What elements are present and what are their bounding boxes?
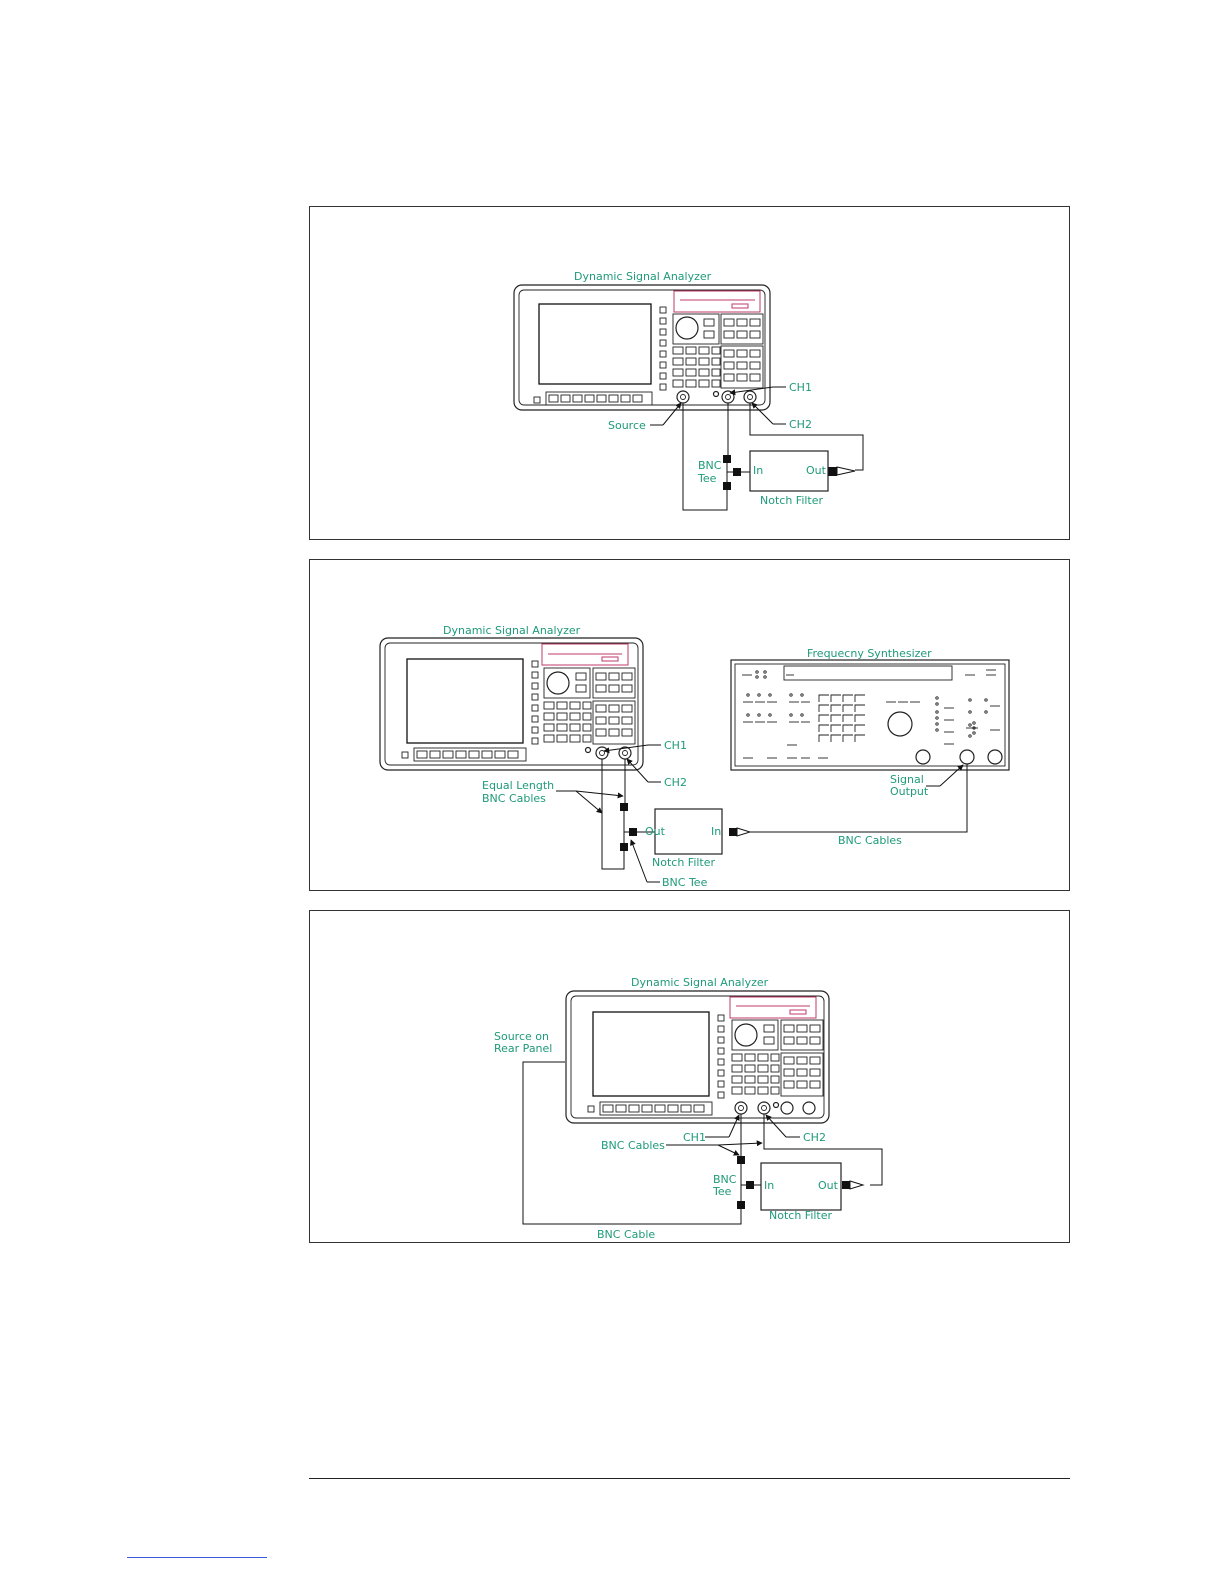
numeric-keypad xyxy=(732,1054,779,1094)
filter-out-label: Out xyxy=(818,1179,839,1192)
synth-connector-3 xyxy=(988,750,1002,764)
setup-diagram-panel-2: Dynamic Signal Analyzer xyxy=(309,559,1070,891)
knob xyxy=(676,317,698,339)
connector-3 xyxy=(781,1102,793,1114)
knob xyxy=(735,1024,757,1046)
bnc-tee-label: BNC Tee xyxy=(662,876,708,889)
synth-connector-1 xyxy=(916,750,930,764)
ch2-label: CH2 xyxy=(789,418,812,431)
ch1-connector xyxy=(735,1102,747,1114)
numeric-keypad xyxy=(673,347,720,387)
setup-diagram-2: Dynamic Signal Analyzer xyxy=(310,560,1071,892)
source-rear-label-line2: Rear Panel xyxy=(494,1042,552,1055)
softkey-column xyxy=(532,661,538,744)
bnc-tee-label-line1: BNC xyxy=(698,459,722,472)
synth-right-controls xyxy=(936,697,1000,744)
ch1-label: CH1 xyxy=(664,739,687,752)
disk-drive xyxy=(674,291,760,312)
notch-filter-label: Notch Filter xyxy=(760,494,824,507)
bnc-cables-label: BNC Cables xyxy=(838,834,902,847)
filter-in-label: In xyxy=(764,1179,774,1192)
analyzer-title: Dynamic Signal Analyzer xyxy=(443,624,581,637)
filter-out-label: Out xyxy=(806,464,827,477)
dynamic-signal-analyzer xyxy=(566,991,829,1123)
notch-filter: In Out Notch Filter xyxy=(750,451,828,507)
bottom-softkeys xyxy=(546,392,652,405)
connector-4 xyxy=(803,1102,815,1114)
ch2-label: CH2 xyxy=(803,1131,826,1144)
analyzer-title: Dynamic Signal Analyzer xyxy=(574,270,712,283)
softkey-column xyxy=(718,1015,724,1098)
ch1-label: CH1 xyxy=(683,1131,706,1144)
source-connector xyxy=(677,391,689,403)
signal-output-connector xyxy=(960,750,974,764)
synth-title: Frequecny Synthesizer xyxy=(807,647,932,660)
knob xyxy=(547,672,569,694)
bnc-tee-label-line2: Tee xyxy=(697,472,717,485)
disk-drive xyxy=(730,997,816,1018)
equal-length-label-line1: Equal Length xyxy=(482,779,554,792)
analyzer-screen xyxy=(539,304,651,384)
bottom-softkeys xyxy=(600,1102,712,1115)
analyzer-title: Dynamic Signal Analyzer xyxy=(631,976,769,989)
bnc-cable-label: BNC Cable xyxy=(597,1228,655,1241)
corner-link-rule xyxy=(127,1557,267,1558)
filter-out-label: Out xyxy=(645,825,666,838)
synth-knob xyxy=(888,712,912,736)
bottom-softkeys xyxy=(414,748,526,761)
synth-left-controls xyxy=(743,694,828,758)
setup-diagram-1: Dynamic Signal Analyzer xyxy=(310,207,1071,541)
ch1-label: CH1 xyxy=(789,381,812,394)
ch1-connector xyxy=(596,747,608,759)
ch2-connector xyxy=(744,391,756,403)
footer-rule xyxy=(309,1478,1070,1479)
ch2-connector xyxy=(758,1102,770,1114)
dynamic-signal-analyzer xyxy=(380,638,643,770)
signal-output-label-line2: Output xyxy=(890,785,929,798)
setup-diagram-3: Dynamic Signal Analyzer xyxy=(310,911,1071,1244)
notch-filter-label: Notch Filter xyxy=(769,1209,833,1222)
dynamic-signal-analyzer xyxy=(514,285,770,410)
numeric-keypad xyxy=(544,702,591,742)
notch-filter: Out In Notch Filter xyxy=(645,809,722,869)
setup-diagram-panel-3: Dynamic Signal Analyzer xyxy=(309,910,1070,1243)
notch-filter: In Out Notch Filter xyxy=(761,1163,841,1222)
setup-diagram-panel-1: Dynamic Signal Analyzer xyxy=(309,206,1070,540)
filter-in-label: In xyxy=(711,825,721,838)
softkey-column xyxy=(660,307,666,390)
ch2-label: CH2 xyxy=(664,776,687,789)
frequency-synthesizer xyxy=(731,660,1009,770)
analyzer-screen xyxy=(593,1012,709,1096)
bnc-cables-label: BNC Cables xyxy=(601,1139,665,1152)
bnc-tee-label-line2: Tee xyxy=(712,1185,732,1198)
equal-length-label-line2: BNC Cables xyxy=(482,792,546,805)
source-label: Source xyxy=(608,419,646,432)
notch-filter-label: Notch Filter xyxy=(652,856,716,869)
analyzer-screen xyxy=(407,659,523,743)
synth-display xyxy=(784,666,952,680)
filter-in-label: In xyxy=(753,464,763,477)
